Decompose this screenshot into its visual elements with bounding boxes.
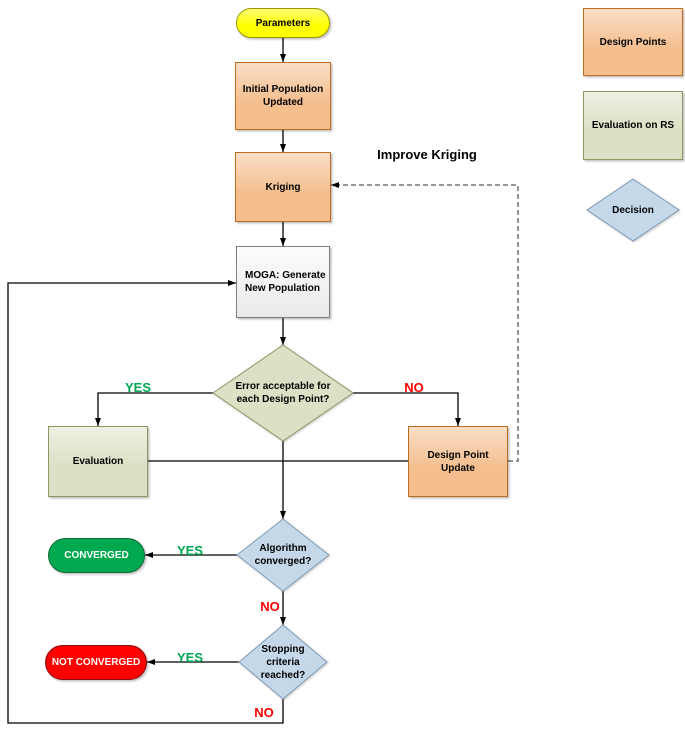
node-algorithm-converged: Algorithm converged? xyxy=(237,519,329,591)
legend-label: Evaluation on RS xyxy=(591,120,675,131)
legend-label: Design Points xyxy=(599,36,667,48)
node-label: Initial Population Updated xyxy=(242,84,324,108)
node-label: Parameters xyxy=(255,17,311,29)
node-converged: CONVERGED xyxy=(48,538,145,573)
node-label: Design Point Update xyxy=(427,449,489,474)
legend-evaluation-on-rs: Evaluation on RS xyxy=(583,91,683,160)
node-label: Error acceptable for each Design Point? xyxy=(235,381,331,405)
improve-kriging-label: Improve Kriging xyxy=(377,147,477,162)
node-moga: MOGA: Generate New Population xyxy=(236,246,330,318)
legend-label: Decision xyxy=(612,204,654,216)
edge-label-yes-converged: YES xyxy=(176,543,203,558)
node-label: Algorithm converged? xyxy=(254,543,312,567)
node-not-converged: NOT CONVERGED xyxy=(45,645,147,680)
edge-label-no-error: NO xyxy=(404,380,424,395)
edge-label-yes-stopping: YES xyxy=(176,650,203,665)
node-parameters: Parameters xyxy=(236,8,330,38)
node-stopping-criteria: Stopping criteria reached? xyxy=(239,625,327,699)
edge-stopping-no-loop-to-moga xyxy=(7,280,284,724)
edge-improve-kriging-dashed xyxy=(331,182,519,462)
diamond-shape xyxy=(239,625,327,699)
legend-design-points: Design Points xyxy=(583,8,683,76)
diamond-shape xyxy=(213,345,353,441)
edge-label-no-stopping: NO xyxy=(254,705,274,720)
node-label: Kriging xyxy=(265,181,301,193)
node-evaluation: Evaluation xyxy=(48,426,148,497)
diamond-shape xyxy=(587,179,679,241)
edge-error-no-to-dpupdate xyxy=(353,392,461,426)
node-kriging: Kriging xyxy=(235,152,331,222)
edge-error-yes-to-evaluation xyxy=(95,392,213,426)
node-label: Evaluation xyxy=(72,456,124,467)
edge-label-no-converged: NO xyxy=(260,599,280,614)
node-error-acceptable: Error acceptable for each Design Point? xyxy=(213,345,353,441)
node-label: Stopping criteria reached? xyxy=(260,643,306,681)
edge-label-yes-error: YES xyxy=(124,380,151,395)
diamond-shape xyxy=(237,519,329,591)
node-label: MOGA: Generate New Population xyxy=(245,270,326,294)
node-initial-population: Initial Population Updated xyxy=(235,62,331,130)
legend-decision: Decision xyxy=(587,179,679,241)
node-label: NOT CONVERGED xyxy=(51,657,141,668)
node-design-point-update: Design Point Update xyxy=(408,426,508,497)
node-label: CONVERGED xyxy=(64,550,129,561)
